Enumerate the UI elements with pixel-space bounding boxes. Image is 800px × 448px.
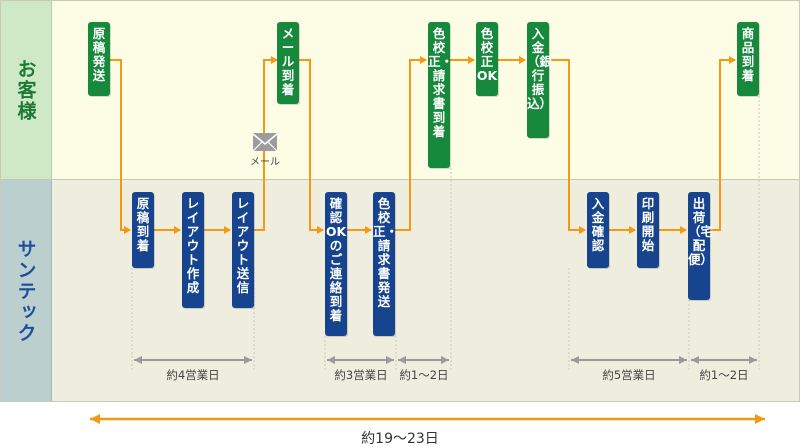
step-layout-created: レイアウト作成 (182, 192, 204, 308)
step-shipping: 出荷（宅配便） (688, 192, 713, 300)
step-printing-start: 印刷開始 (637, 192, 659, 268)
step-proof-ok: 色校正OK (476, 22, 498, 96)
customer-lane-header (0, 0, 52, 180)
mail-icon (252, 133, 278, 152)
span-label-proof: 約1〜2日 (399, 368, 449, 382)
flow-arrows (110, 56, 736, 234)
santec-lane-label: サンテック (14, 238, 37, 344)
span-label-shipping: 約1〜2日 (699, 368, 749, 382)
customer-lane (0, 0, 800, 180)
step-confirmation-arrived: 確認OKのご連絡到着 (325, 192, 347, 336)
step-product-arrived: 商品到着 (737, 22, 759, 96)
step-proof-invoice-sent: 色校正・請求書発送 (373, 192, 398, 336)
total-duration-label: 約19〜23日 (361, 431, 439, 447)
span-label-printing: 約5営業日 (602, 368, 656, 382)
guide-lines (131, 96, 760, 370)
lane-divider (0, 179, 800, 180)
step-manuscript-sent: 原稿発送 (88, 22, 110, 96)
step-payment: 入金（銀行振込） (527, 22, 552, 138)
santec-lane-header (0, 180, 52, 402)
step-layout-sent: レイアウト送信 (232, 192, 254, 308)
step-payment-confirmed: 入金確認 (587, 192, 609, 268)
customer-lane-label: お客様 (14, 58, 37, 122)
step-proof-invoice-arrived: 色校正・請求書到着 (428, 22, 453, 168)
mail-label: メール (250, 157, 280, 168)
span-label-layout: 約4営業日 (166, 368, 220, 382)
span-label-confirm: 約3営業日 (334, 368, 388, 382)
step-manuscript-arrived: 原稿到着 (132, 192, 154, 268)
step-mail-arrived: メール到着 (277, 22, 299, 104)
